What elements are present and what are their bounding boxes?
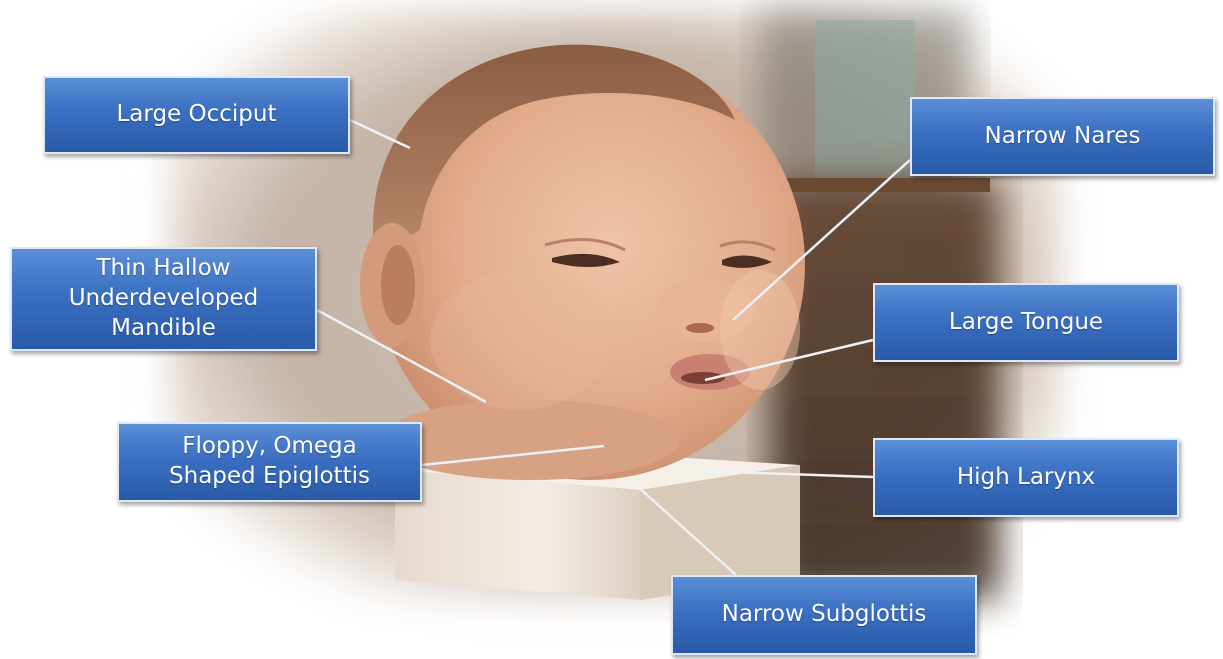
label-narrow-nares: Narrow Nares [910,97,1215,176]
label-epiglottis: Floppy, Omega Shaped Epiglottis [117,422,422,502]
label-narrow-subglottis: Narrow Subglottis [671,575,977,655]
label-high-larynx: High Larynx [873,438,1179,517]
label-large-tongue: Large Tongue [873,283,1179,362]
ear [360,223,424,347]
infant-head [360,45,805,480]
label-mandible: Thin Hallow Underdeveloped Mandible [10,247,317,351]
label-large-occiput: Large Occiput [43,76,350,154]
